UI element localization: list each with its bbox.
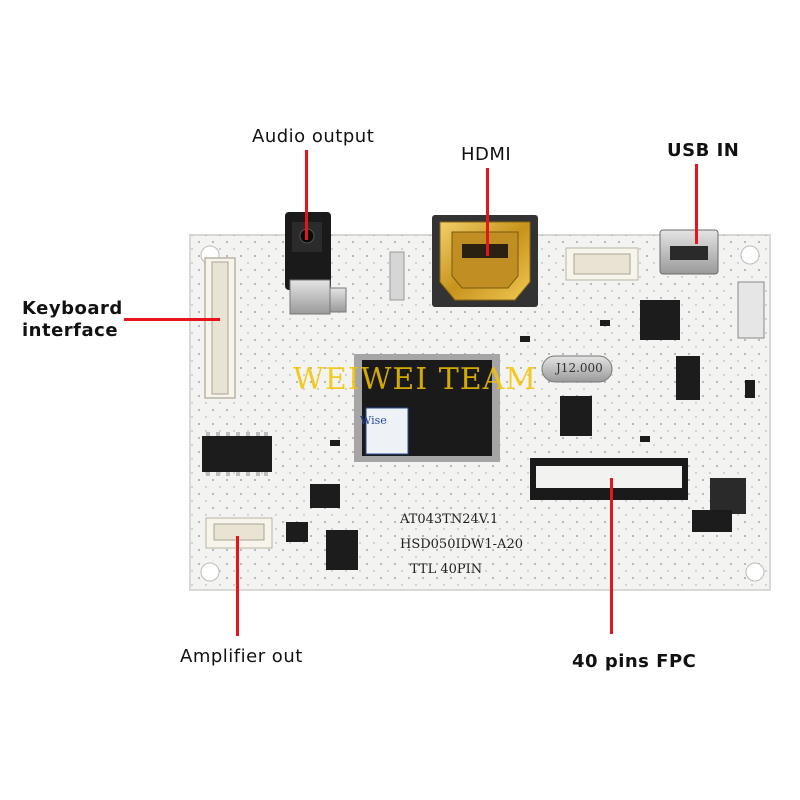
- hdmi-label: HDMI: [461, 144, 512, 165]
- watermark-text: WEIWEI TEAM: [293, 362, 537, 397]
- interface-text: TTL 40PIN: [410, 562, 483, 577]
- amplifier-connector: [205, 517, 273, 549]
- audio-jack: [285, 212, 347, 315]
- small-ics: [286, 484, 358, 570]
- amplifier-out-label: Amplifier out: [180, 646, 303, 667]
- keyboard-interface-leader: [124, 318, 220, 321]
- model-text-2: HSD050IDW1-A20: [400, 537, 523, 552]
- keyboard-interface-label-line1: Keyboard: [22, 298, 123, 319]
- usb-in-label: USB IN: [667, 140, 740, 161]
- model-text-1: AT043TN24V.1: [400, 512, 499, 527]
- usb-in-leader: [695, 164, 698, 244]
- keyboard-interface-label-line2: interface: [22, 320, 119, 341]
- usb-port: [659, 229, 719, 275]
- main-ic-chip: [354, 354, 500, 462]
- fpc-40-pins-label: 40 pins FPC: [572, 651, 697, 672]
- fpc-connector: [530, 458, 688, 500]
- crystal-oscillator: [541, 355, 613, 383]
- amplifier-out-leader: [236, 536, 239, 636]
- left-ic: [202, 432, 272, 476]
- fpc-leader: [610, 478, 613, 634]
- smd-components: [330, 251, 765, 532]
- leader-lines: [124, 150, 698, 636]
- white-header: [565, 247, 639, 281]
- hdmi-port: [432, 215, 538, 307]
- keyboard-connector: [204, 257, 236, 399]
- chip-brand-text: Wise: [360, 414, 387, 427]
- audio-output-label: Audio output: [252, 126, 375, 147]
- hdmi-leader: [486, 168, 489, 256]
- audio-output-leader: [305, 150, 308, 240]
- crystal-text: J12.000: [556, 361, 603, 375]
